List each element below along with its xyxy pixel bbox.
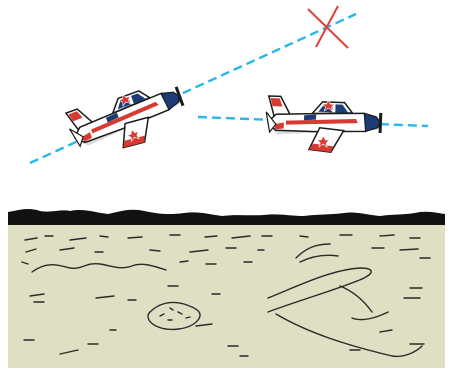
ground	[8, 209, 445, 368]
